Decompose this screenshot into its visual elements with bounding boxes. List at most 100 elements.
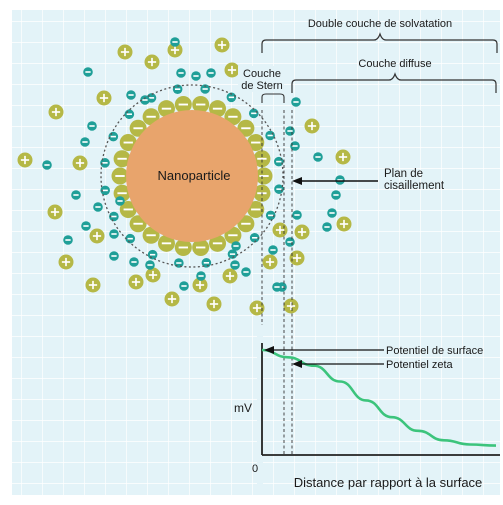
anion bbox=[192, 96, 210, 114]
double-layer-label: Double couche de solvatation bbox=[308, 18, 452, 30]
cation bbox=[222, 268, 238, 284]
cation bbox=[335, 149, 351, 165]
origin-label: 0 bbox=[252, 463, 258, 475]
nanoparticle-label: Nanoparticle bbox=[158, 168, 231, 183]
anion bbox=[125, 233, 136, 244]
x-axis-label: Distance par rapport à la surface bbox=[294, 475, 483, 490]
cation bbox=[47, 204, 63, 220]
anion bbox=[100, 185, 110, 196]
anion bbox=[201, 258, 212, 268]
anion bbox=[172, 84, 183, 94]
anion bbox=[126, 90, 136, 100]
anion bbox=[206, 68, 216, 78]
anion bbox=[81, 221, 91, 231]
anion bbox=[226, 92, 237, 103]
anion bbox=[237, 215, 255, 233]
anion bbox=[265, 130, 275, 141]
anion bbox=[109, 229, 119, 239]
anion bbox=[285, 126, 295, 136]
anion bbox=[115, 196, 125, 206]
anion bbox=[227, 249, 238, 259]
plot-backing bbox=[257, 325, 263, 495]
cation bbox=[58, 254, 74, 270]
anion bbox=[109, 211, 119, 222]
anion bbox=[265, 210, 276, 221]
anion bbox=[327, 208, 337, 218]
anion bbox=[290, 141, 300, 151]
anion bbox=[174, 258, 184, 268]
anion bbox=[335, 175, 345, 185]
double-layer-brace bbox=[261, 32, 498, 53]
anion bbox=[140, 95, 150, 105]
cation bbox=[283, 298, 299, 314]
anion bbox=[272, 282, 282, 292]
cation bbox=[85, 277, 101, 293]
anion bbox=[124, 109, 135, 120]
diffuse-layer-label: Couche diffuse bbox=[358, 58, 431, 70]
zeta-potential-label: Potentiel zeta bbox=[386, 359, 454, 371]
anion bbox=[268, 245, 278, 255]
anion bbox=[42, 160, 52, 170]
anion bbox=[80, 137, 90, 147]
anion bbox=[200, 84, 210, 94]
nanoparticle bbox=[126, 110, 258, 242]
anion bbox=[274, 184, 284, 194]
anion bbox=[230, 260, 240, 270]
cation bbox=[304, 118, 320, 134]
anion bbox=[145, 260, 155, 270]
cation bbox=[262, 254, 278, 270]
anion bbox=[241, 267, 251, 277]
cation bbox=[294, 224, 310, 240]
anion bbox=[111, 167, 129, 185]
cation bbox=[224, 62, 240, 78]
cation bbox=[117, 44, 133, 60]
stern-label-backing bbox=[238, 66, 284, 92]
anion bbox=[93, 202, 103, 212]
anion bbox=[179, 281, 189, 291]
anion bbox=[255, 167, 273, 185]
potential-points bbox=[261, 349, 497, 446]
stern-label-line1: Couche bbox=[243, 68, 281, 80]
anion bbox=[196, 271, 206, 281]
stern-label-line2: de Stern bbox=[241, 80, 283, 92]
cation bbox=[192, 277, 208, 293]
anion bbox=[322, 222, 332, 232]
anion bbox=[157, 100, 175, 118]
anion bbox=[247, 200, 265, 218]
anion bbox=[142, 108, 160, 126]
cation bbox=[289, 250, 305, 266]
shear-plane-arrowhead bbox=[292, 177, 302, 185]
cation bbox=[144, 54, 160, 70]
diffuse-layer-brace bbox=[291, 72, 497, 93]
cation bbox=[167, 42, 183, 58]
anion bbox=[108, 131, 119, 142]
anion bbox=[192, 238, 210, 256]
anion bbox=[191, 71, 201, 81]
anion bbox=[237, 119, 255, 137]
anion bbox=[63, 235, 73, 245]
anion bbox=[113, 150, 131, 168]
anion bbox=[209, 100, 227, 118]
anion bbox=[248, 108, 259, 119]
anion bbox=[119, 200, 137, 218]
anion bbox=[170, 37, 180, 47]
anion bbox=[291, 97, 301, 107]
surface-potential-label: Potentiel de surface bbox=[386, 345, 483, 357]
cation bbox=[48, 104, 64, 120]
cation bbox=[206, 296, 222, 312]
anion bbox=[129, 257, 139, 267]
anion bbox=[247, 134, 265, 152]
anion bbox=[83, 67, 93, 77]
zeta-potential-arrowhead bbox=[292, 360, 302, 368]
anion bbox=[87, 121, 97, 131]
cation bbox=[89, 228, 105, 244]
surface-potential-arrowhead bbox=[264, 346, 274, 354]
anion bbox=[142, 226, 160, 244]
cation bbox=[249, 300, 265, 316]
cation bbox=[336, 216, 352, 232]
cation bbox=[17, 152, 33, 168]
anion bbox=[331, 190, 341, 200]
cation bbox=[96, 90, 112, 106]
anion bbox=[174, 238, 192, 256]
